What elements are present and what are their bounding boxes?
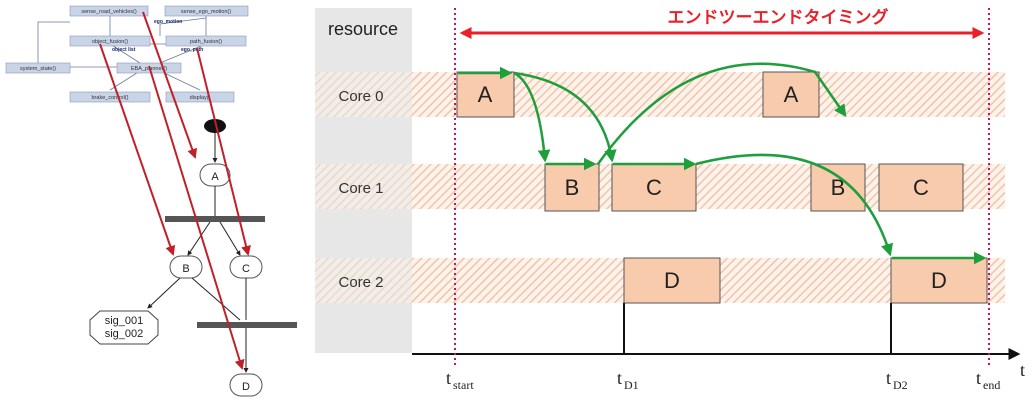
tick-sub: D2 bbox=[893, 378, 908, 392]
task-label: A bbox=[784, 82, 799, 107]
task-box-d-1: D bbox=[623, 257, 721, 304]
graph-node-b: B bbox=[169, 255, 203, 279]
signal-label: sig_002 bbox=[105, 328, 144, 340]
uml-box-system-state: system_state() bbox=[5, 62, 71, 74]
graph-node-c: C bbox=[229, 255, 263, 279]
task-label: C bbox=[913, 175, 929, 200]
flow-a-to-c bbox=[513, 71, 617, 163]
uml-box-object-fusion: object_fusion() bbox=[69, 35, 151, 47]
core-label-0: Core 0 bbox=[338, 88, 383, 105]
mapping-arrows bbox=[99, 11, 251, 370]
uml-label: path_fusion() bbox=[190, 39, 222, 45]
component-diagram: sense_road_vehicles() sense_ego_motion()… bbox=[5, 5, 249, 103]
start-node bbox=[204, 119, 226, 133]
time-axis-label: t bbox=[1020, 360, 1025, 380]
graph-node-a: A bbox=[199, 163, 231, 187]
task-box-a-1: A bbox=[456, 71, 515, 118]
task-label: D bbox=[664, 268, 680, 293]
node-label: C bbox=[242, 263, 250, 275]
mapping-arrow-d bbox=[148, 65, 245, 370]
uml-box-display: display() bbox=[165, 91, 235, 103]
flow-a-to-b bbox=[513, 71, 551, 163]
uml-label: brake_control() bbox=[92, 95, 129, 101]
task-label: D bbox=[931, 268, 947, 293]
uml-box-path-fusion: path_fusion() bbox=[165, 35, 247, 47]
task-label: B bbox=[831, 175, 846, 200]
uml-tag-object-list: object list bbox=[112, 47, 136, 53]
mapping-arrow-a bbox=[142, 11, 198, 159]
signal-octagon: sig_001 sig_002 bbox=[89, 310, 159, 345]
edge-fork-c bbox=[219, 221, 241, 256]
node-label: A bbox=[211, 171, 219, 183]
tick-sub: start bbox=[453, 378, 474, 392]
flow-c-to-d bbox=[695, 153, 894, 257]
task-box-b-2: B bbox=[810, 163, 866, 212]
tick-label-start: t start bbox=[446, 368, 474, 392]
fork-bar bbox=[165, 216, 265, 222]
tick-main: t bbox=[446, 368, 451, 388]
uml-box-sense-road-vehicles: sense_road_vehicles() bbox=[69, 5, 149, 17]
edge-fork-b bbox=[187, 221, 211, 256]
uml-label: display() bbox=[190, 95, 211, 101]
tick-sub: D1 bbox=[624, 378, 639, 392]
timing-chart: resource Core 0 Core 1 Core 2 A A B C bbox=[315, 7, 1025, 392]
uml-box-sense-ego-motion: sense_ego_motion() bbox=[164, 5, 249, 17]
task-graph: A B C sig_001 sig_002 D bbox=[89, 119, 297, 397]
task-box-a-2: A bbox=[762, 71, 820, 118]
node-label: B bbox=[182, 263, 189, 275]
tick-label-d1: t D1 bbox=[617, 368, 639, 392]
task-box-d-2: D bbox=[890, 257, 988, 304]
edge-b-join bbox=[191, 277, 241, 321]
graph-node-d: D bbox=[229, 373, 263, 397]
uml-tag-ego-motion: ego_motion bbox=[154, 19, 182, 25]
task-label: C bbox=[646, 175, 662, 200]
end-to-end-title: エンドツーエンドタイミング bbox=[668, 7, 889, 28]
tick-sub: end bbox=[983, 378, 1000, 392]
task-box-c-1: C bbox=[611, 163, 697, 212]
tick-main: t bbox=[976, 368, 981, 388]
task-box-c-2: C bbox=[878, 163, 964, 212]
tick-main: t bbox=[617, 368, 622, 388]
mapping-arrow-b bbox=[99, 43, 176, 256]
task-label: A bbox=[478, 82, 493, 107]
core-label-1: Core 1 bbox=[338, 180, 383, 197]
tick-label-d2: t D2 bbox=[886, 368, 908, 392]
uml-label: system_state() bbox=[20, 66, 56, 72]
flow-arrows bbox=[458, 62, 987, 265]
resource-label: resource bbox=[328, 19, 398, 39]
join-bar bbox=[197, 322, 297, 328]
uml-box-brake-control: brake_control() bbox=[69, 91, 151, 103]
uml-tag-ego-path: ego_path bbox=[181, 47, 203, 53]
uml-label: sense_road_vehicles() bbox=[81, 9, 137, 15]
core-label-2: Core 2 bbox=[338, 274, 383, 291]
mapping-arrow-c bbox=[196, 47, 251, 256]
uml-label: sense_ego_motion() bbox=[181, 9, 231, 15]
edge-b-signal bbox=[147, 277, 181, 309]
signal-label: sig_001 bbox=[105, 315, 144, 327]
task-label: B bbox=[565, 175, 580, 200]
flow-b-to-next bbox=[596, 62, 847, 165]
node-label: D bbox=[242, 381, 250, 393]
uml-label: object_fusion() bbox=[92, 39, 128, 45]
lane-core-0 bbox=[315, 72, 1005, 117]
tick-main: t bbox=[886, 368, 891, 388]
tick-label-end: t end bbox=[976, 368, 1000, 392]
task-box-b-1: B bbox=[544, 163, 600, 212]
